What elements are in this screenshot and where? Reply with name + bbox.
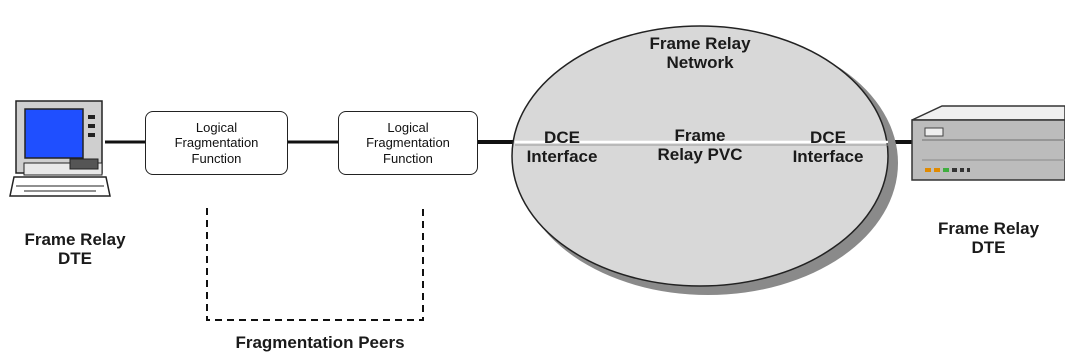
dte-device-icon (911, 105, 1065, 181)
pc-terminal-icon (9, 100, 111, 197)
dce-right-label: DCE Interface (792, 128, 864, 167)
dce-left-label: DCE Interface (526, 128, 598, 167)
function-box-2-label: Logical Fragmentation Function (366, 119, 450, 166)
fragmentation-peers-label: Fragmentation Peers (235, 333, 405, 352)
left-dte-label: Frame Relay DTE (24, 230, 126, 269)
fragmentation-function-box-1: Logical Fragmentation Function (145, 111, 288, 175)
peers-bracket (206, 208, 424, 321)
function-box-1-label: Logical Fragmentation Function (174, 119, 259, 166)
right-dte-label: Frame Relay DTE (937, 219, 1040, 258)
network-label: Frame Relay Network (649, 34, 751, 73)
pvc-label: Frame Relay PVC (657, 126, 743, 165)
fragmentation-function-box-2: Logical Fragmentation Function (338, 111, 478, 175)
network-ellipse (511, 25, 889, 287)
